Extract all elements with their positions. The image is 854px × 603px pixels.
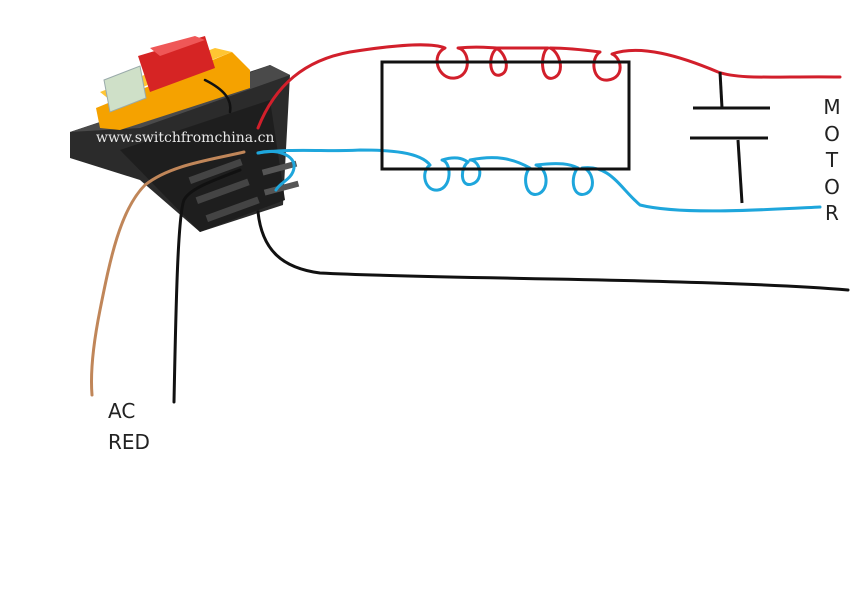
switch-window bbox=[103, 65, 147, 113]
switch-cover bbox=[96, 52, 250, 130]
switch-device: www.switchfromchina.cn bbox=[70, 36, 300, 232]
switch-terminal bbox=[195, 178, 250, 204]
switch-terminal bbox=[188, 158, 243, 184]
capacitor bbox=[690, 71, 770, 204]
switch-terminal bbox=[263, 180, 300, 196]
switch-terminal bbox=[261, 160, 298, 176]
red-label: RED bbox=[108, 430, 150, 454]
switch-top-wire bbox=[203, 78, 232, 114]
switch-body-side bbox=[120, 100, 285, 232]
red-wire bbox=[256, 43, 842, 130]
motor-letter: M bbox=[823, 95, 841, 119]
capacitor-lead-bottom bbox=[736, 139, 744, 204]
switch-button bbox=[138, 36, 215, 92]
switch-button-highlight bbox=[150, 36, 205, 56]
blue-wire bbox=[256, 148, 822, 213]
black-wire-ac bbox=[172, 168, 242, 404]
motor-letter: R bbox=[825, 201, 839, 225]
motor-letter: O bbox=[824, 174, 840, 199]
brown-wire-ac bbox=[89, 150, 246, 397]
black-wire-motor bbox=[256, 210, 850, 292]
blue-wire-tail bbox=[256, 149, 296, 192]
winding-frame bbox=[380, 60, 631, 171]
motor-label: M O T O R bbox=[821, 94, 843, 227]
motor-letter: T bbox=[825, 148, 839, 172]
switch-watermark: www.switchfromchina.cn bbox=[96, 130, 274, 146]
switch-terminal bbox=[205, 196, 260, 222]
motor-letter: O bbox=[824, 121, 840, 146]
capacitor-lead-top bbox=[718, 71, 724, 109]
ac-label: AC bbox=[108, 399, 136, 423]
